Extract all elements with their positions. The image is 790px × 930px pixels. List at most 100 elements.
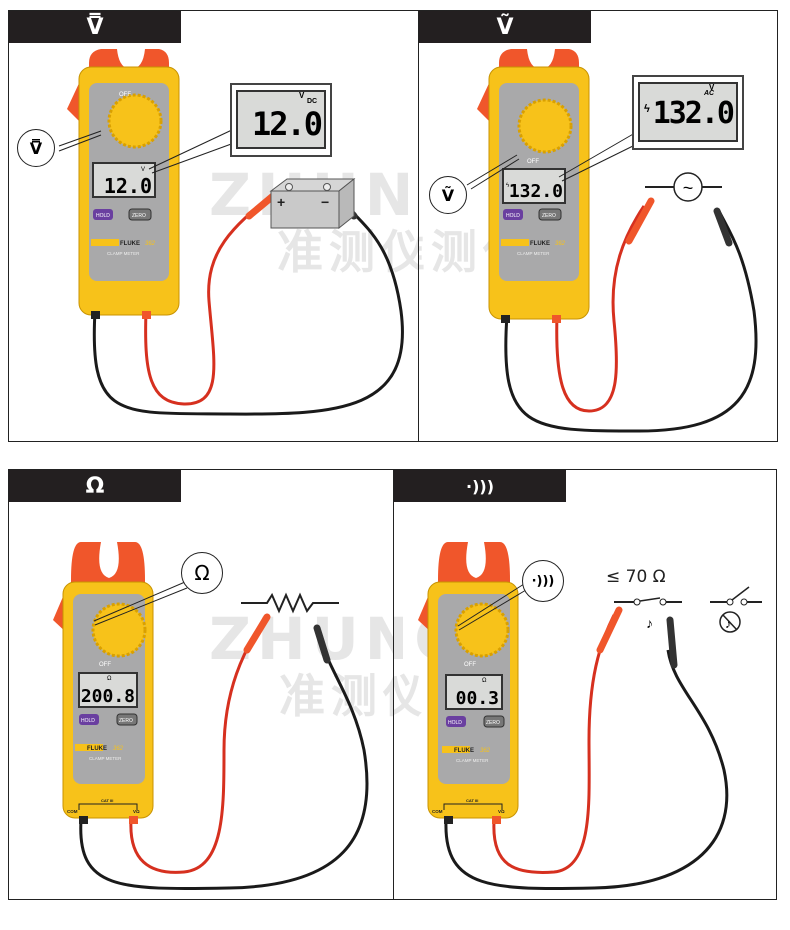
zoomed-lcd [638,82,738,142]
callout-circle: Ṽ [429,176,467,214]
meter-lcd [502,168,566,204]
red-probe [596,606,623,654]
clamp-meter [477,49,590,323]
zero-button [538,208,562,221]
resistor-icon [241,592,339,614]
zoomed-lcd-unit-dc: DC [307,98,318,105]
zoomed-lcd-unit-v: V [709,83,715,92]
black-test-lead [79,639,369,891]
hold-button [79,714,99,725]
meter-lcd-reading: 12.0 [104,174,152,198]
com-label: COM [432,809,443,814]
vo-label: VΩ [498,809,505,814]
meter-lcd-reading: 132.0 [509,181,563,202]
red-test-lead [492,614,616,874]
meter-model: 362 [555,241,566,247]
ac-voltage-illustration: ~ OFF 132.0 ϟ HOLD ZERO FLUKE 362 CLAMP … [466,49,758,433]
red-probe [625,197,655,245]
meter-brand: FLUKE [530,241,550,247]
meter-lcd-reading: 00.3 [456,688,499,709]
ac-voltage-callout-icon: Ṽ [441,185,455,205]
meter-model: 362 [113,746,124,752]
red-test-lead [555,205,646,413]
panel-header: Ω [9,470,181,502]
dc-voltage-illustration: + − OFF 12.0 V HOLD ZERO FLUKE 362 CLAMP… [58,49,404,416]
beep-off-note: ♪ [725,616,732,631]
dial-off-label: OFF [119,92,131,98]
clamp-jaw [438,542,510,588]
meter-model: 362 [480,748,491,754]
zero-button-label[interactable]: ZERO [132,213,146,219]
vo-label: VΩ [133,809,140,814]
clamp-jaw [71,542,145,588]
rotary-dial [91,602,147,658]
zero-button-label[interactable]: ZERO [486,720,500,726]
ohm-callout-icon: Ω [194,561,210,585]
meter-subtitle: CLAMP METER [89,756,122,761]
meter-subtitle: CLAMP METER [107,251,140,256]
zero-button [116,713,138,726]
continuity-icon: ·))) [465,476,494,496]
zoomed-lcd-hazard: ϟ [644,103,650,115]
panel-ac-voltage: Ṽ 准测仪器 ~ OFF 132.0 ϟ HOLD ZERO FLU [418,10,778,442]
hold-button-label[interactable]: HOLD [96,213,110,219]
panel-dc-voltage: V̿ ZHUNCE 准测仪器 + − [8,10,419,442]
meter-lcd-reading: 200.8 [81,686,135,707]
hold-button-label[interactable]: HOLD [506,213,520,219]
cat-label: CAT III [101,798,113,803]
meter-lcd-unit: Ω [107,676,112,682]
clamp-meter [418,542,519,824]
battery-minus: − [321,194,329,210]
ohm-icon: Ω [85,473,105,499]
dial-off-label: OFF [99,662,111,668]
callout-circle: V̿ [17,129,55,167]
hold-button [93,209,113,220]
clamp-meter [53,542,154,824]
continuity-illustration: ♪ ♪ OFF 00.3 Ω HOLD ZERO FLUKE 362 CLAMP… [418,542,762,891]
com-jack [501,315,510,323]
vo-jack [552,315,561,323]
meter-brand: FLUKE [87,746,107,752]
meter-brand: FLUKE [120,241,140,247]
zoomed-lcd-unit-v: V [299,91,305,100]
meter-lcd-unit: V [141,167,145,173]
black-probe [666,616,678,669]
dc-voltage-icon: V̿ [86,14,104,40]
meter-lcd [445,674,503,710]
callout-circle: ·))) [522,560,564,602]
vo-jack [492,816,501,824]
dial-off-label: OFF [464,662,476,668]
hold-button-label[interactable]: HOLD [81,718,95,724]
meter-lcd-unit: Ω [482,678,487,684]
zero-button-label[interactable]: ZERO [119,718,133,724]
black-test-lead [92,200,404,416]
meter-lcd [92,162,156,198]
cat-label: CAT III [466,798,478,803]
zoomed-lcd-reading: 12.0 [251,105,323,143]
continuity-threshold: ≤ 70 Ω [606,567,666,587]
zero-button-label[interactable]: ZERO [542,213,556,219]
red-test-lead [129,619,266,874]
black-probe [713,207,733,247]
red-test-lead [144,194,272,406]
zoomed-lcd-unit-ac: AC [704,90,715,97]
red-probe [243,613,271,654]
hold-button-label[interactable]: HOLD [448,720,462,726]
meter-lcd-hazard: ϟ [506,183,510,189]
battery-icon [269,177,356,230]
com-label: COM [67,809,78,814]
meter-lcd [78,672,138,708]
panel-header: Ṽ [419,11,591,43]
closed-switch-icon [614,597,682,606]
continuity-callout-icon: ·))) [531,573,555,589]
hold-button [446,716,466,727]
panel-continuity: ·))) ZHUNCE 准测仪器 ♪ ♪ [393,469,777,900]
zoomed-lcd [236,90,326,149]
callout-circle: Ω [181,552,223,594]
panel-header: V̿ [9,11,181,43]
ac-voltage-icon: Ṽ [496,14,514,40]
rotary-dial [107,93,163,149]
vo-jack [129,816,138,824]
black-probe [313,624,331,664]
com-jack [91,311,100,319]
